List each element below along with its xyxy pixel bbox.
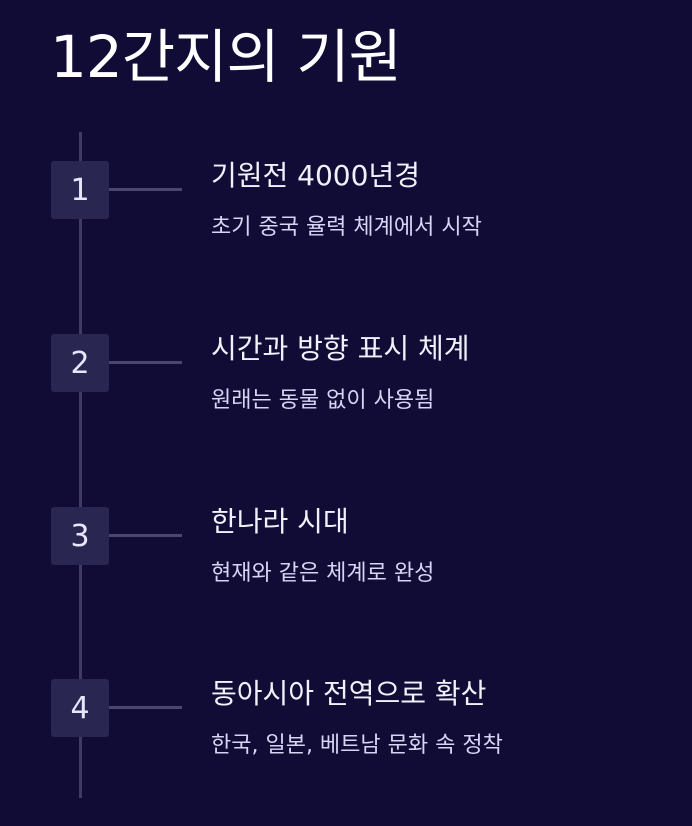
step-title: 동아시아 전역으로 확산 xyxy=(211,677,487,710)
step-connector xyxy=(109,361,182,364)
step-connector xyxy=(109,706,182,709)
timeline-step-4: 4 동아시아 전역으로 확산 한국, 일본, 베트남 문화 속 정착 xyxy=(0,677,692,798)
page-title: 12간지의 기원 xyxy=(50,23,402,91)
timeline-line xyxy=(79,132,82,798)
step-description: 현재와 같은 체계로 완성 xyxy=(211,561,435,586)
timeline-step-1: 1 기원전 4000년경 초기 중국 율력 체계에서 시작 xyxy=(0,159,692,280)
step-number-badge: 4 xyxy=(51,679,109,737)
step-number-badge: 2 xyxy=(51,334,109,392)
step-number-badge: 1 xyxy=(51,161,109,219)
timeline-step-2: 2 시간과 방향 표시 체계 원래는 동물 없이 사용됨 xyxy=(0,332,692,453)
step-description: 초기 중국 율력 체계에서 시작 xyxy=(211,215,482,240)
timeline-step-3: 3 한나라 시대 현재와 같은 체계로 완성 xyxy=(0,505,692,626)
step-description: 한국, 일본, 베트남 문화 속 정착 xyxy=(211,733,503,758)
step-title: 한나라 시대 xyxy=(211,505,349,538)
step-description: 원래는 동물 없이 사용됨 xyxy=(211,388,435,413)
step-number-badge: 3 xyxy=(51,507,109,565)
step-title: 기원전 4000년경 xyxy=(211,159,420,192)
step-connector xyxy=(109,534,182,537)
step-connector xyxy=(109,188,182,191)
step-title: 시간과 방향 표시 체계 xyxy=(211,332,470,365)
